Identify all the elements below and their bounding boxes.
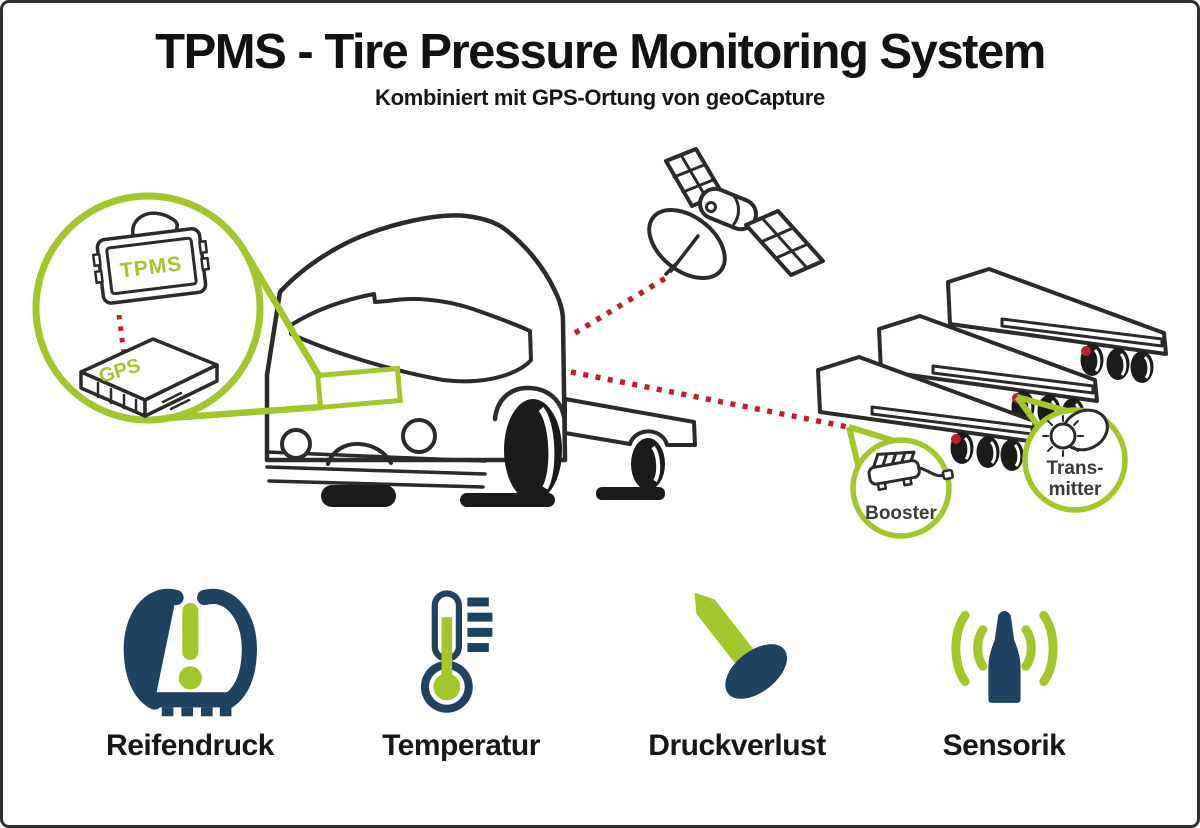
satellite-icon xyxy=(647,147,825,280)
truck-headlight xyxy=(401,418,437,454)
booster-device-icon xyxy=(867,450,954,492)
header: TPMS - Tire Pressure Monitoring System K… xyxy=(3,25,1197,111)
tire-pressure-warning-icon xyxy=(123,588,257,717)
transmitter-label-line1: Trans- xyxy=(1046,458,1103,479)
booster-callout: Booster xyxy=(846,424,954,539)
page-title: TPMS - Tire Pressure Monitoring System xyxy=(155,25,1046,79)
nail-puncture-icon xyxy=(694,592,787,699)
cab-equipment-magnifier: TPMS GPS xyxy=(32,192,403,424)
trailer-link-dotted-line xyxy=(570,369,849,430)
booster-circle xyxy=(850,437,952,539)
feature-label: Reifendruck xyxy=(106,729,274,762)
radio-signal-antenna-icon xyxy=(950,610,1058,703)
feature-label: Druckverlust xyxy=(648,729,826,762)
transmitter-sensor-icon xyxy=(1042,408,1109,457)
feature-label: Temperatur xyxy=(382,729,540,762)
feature-pressure-loss: Druckverlust xyxy=(627,585,847,763)
transmitter-label-line2: mitter xyxy=(1049,479,1102,500)
booster-label: Booster xyxy=(865,503,937,524)
gps-unit: GPS xyxy=(79,337,219,418)
satellite-link-dotted-line xyxy=(573,273,671,336)
truck-front-left-wheel xyxy=(321,485,396,507)
diagram-illustration: TPMS GPS xyxy=(32,147,1168,539)
feature-label: Sensorik xyxy=(942,729,1066,762)
feature-sensors: Sensorik xyxy=(894,585,1114,763)
truck-illustration xyxy=(264,213,697,507)
feature-tire-pressure: Reifendruck xyxy=(80,585,300,763)
page-subtitle: Kombiniert mit GPS-Ortung von geoCapture xyxy=(374,85,825,111)
transmitter-callout: Trans- mitter xyxy=(1014,394,1128,513)
tpms-module-marker xyxy=(315,365,403,411)
truck-headlight xyxy=(280,428,312,460)
satellite-dish xyxy=(647,208,727,280)
feature-temperature: Temperatur xyxy=(351,585,571,763)
thermometer-icon xyxy=(420,590,493,713)
tpms-display: TPMS xyxy=(91,211,211,305)
truck-flatbed xyxy=(563,397,697,447)
